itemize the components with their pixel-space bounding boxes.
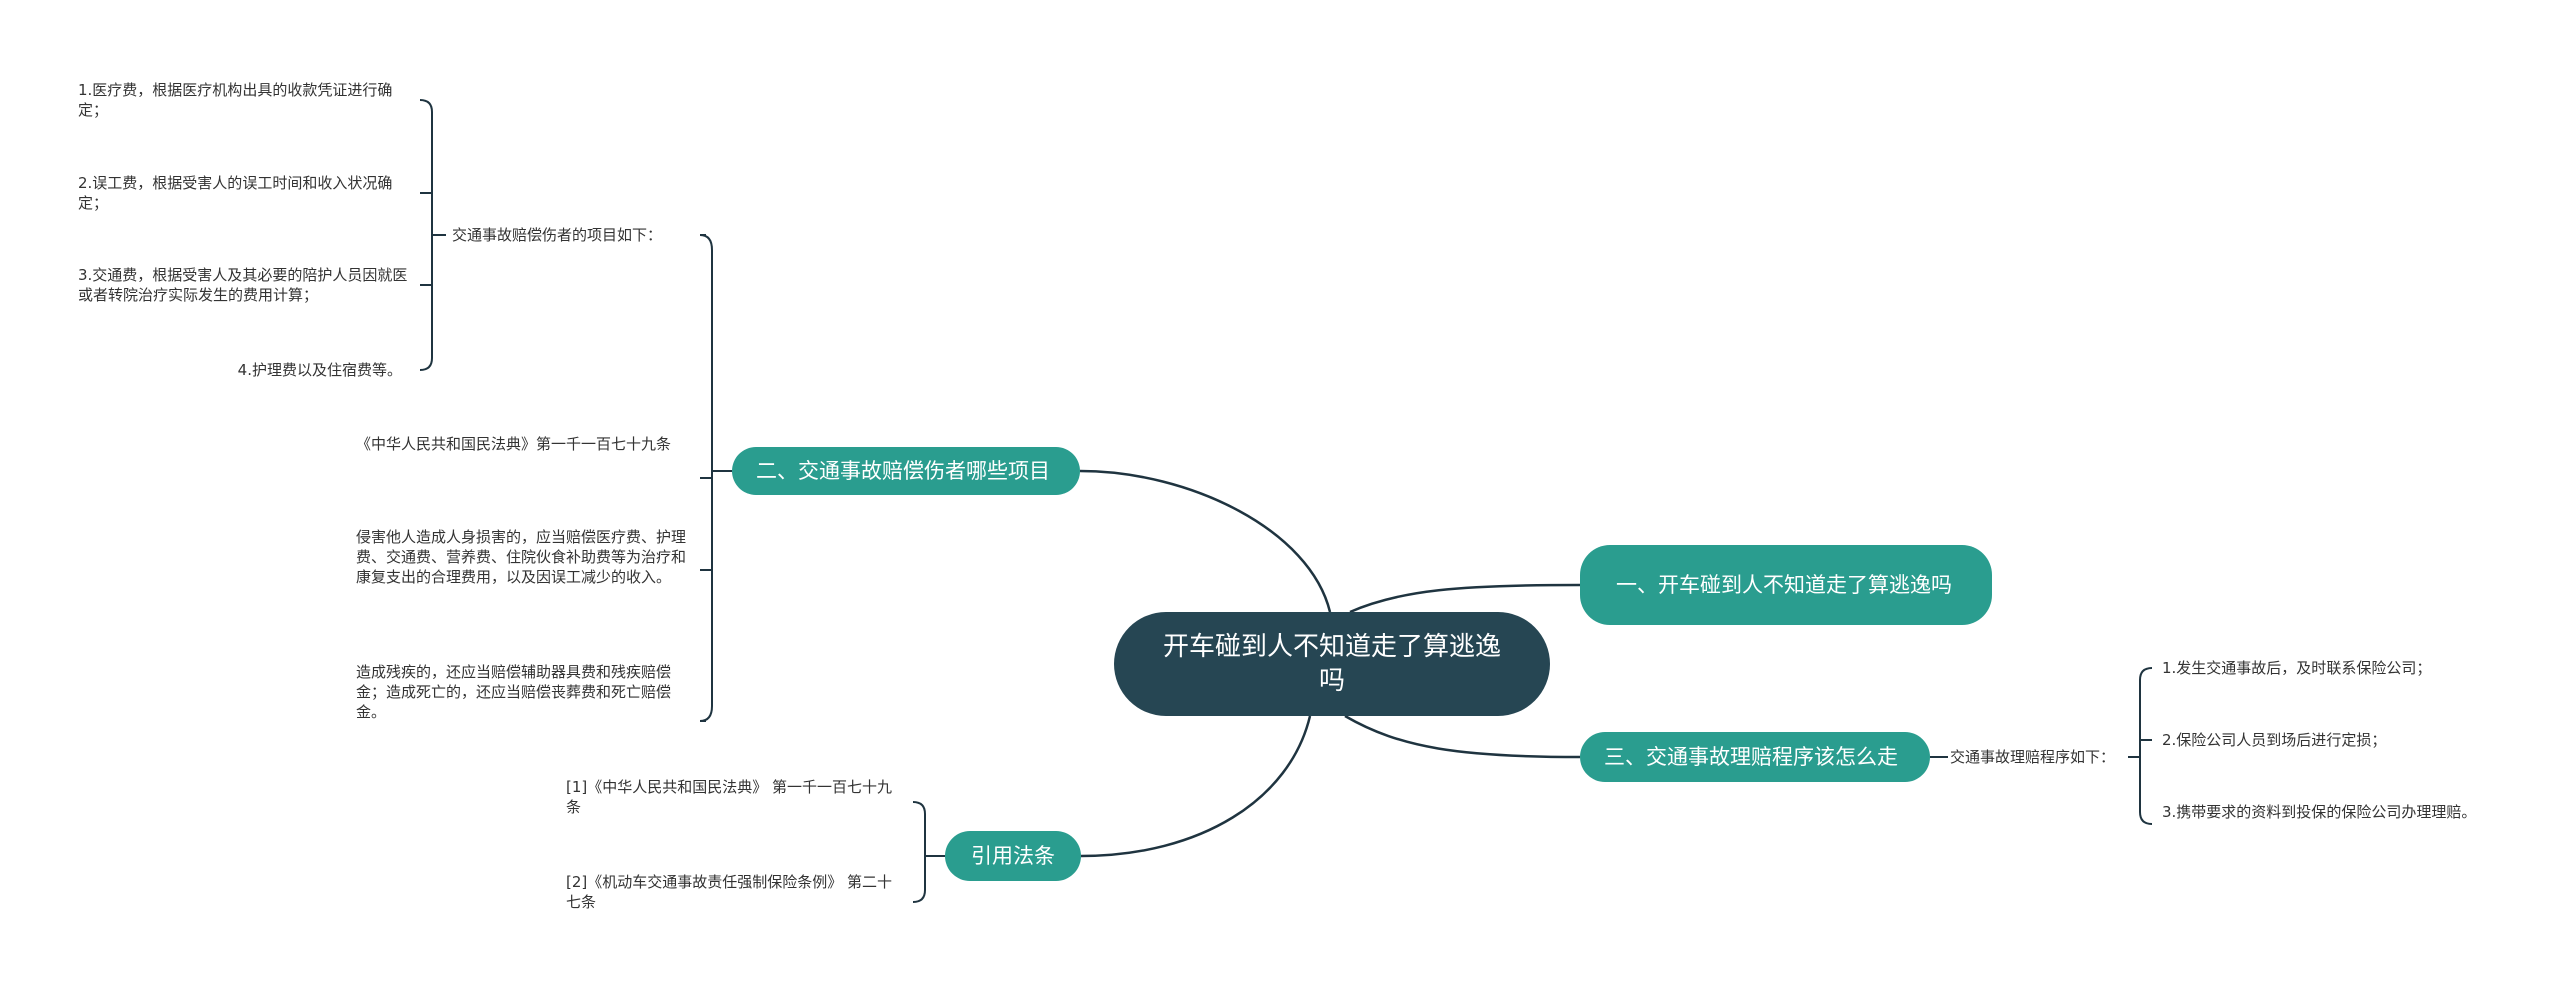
item-2-node[interactable]: 2.误工费，根据受害人的误工时间和收入状况确定； [78, 173, 408, 213]
link-center-t4 [1080, 715, 1312, 858]
link-center-t3 [1344, 714, 1581, 759]
item-4-node[interactable]: 4.护理费以及住宿费等。 [78, 360, 402, 380]
step-3-label: 3.携带要求的资料到投保的保险公司办理理赔。 [2162, 803, 2477, 821]
link-center-t1 [1349, 583, 1581, 614]
ref-2-label: [2]《机动车交通事故责任强制保险条例》 第二十七条 [566, 873, 893, 911]
topic-2-label: 二、交通事故赔偿伤者哪些项目 [756, 458, 1050, 483]
items-intro-node[interactable]: 交通事故赔偿伤者的项目如下： [452, 225, 692, 245]
ref-1-label: [1]《中华人民共和国民法典》 第一千一百七十九条 [566, 778, 893, 816]
topic-2-node[interactable]: 二、交通事故赔偿伤者哪些项目 [732, 447, 1080, 495]
step-2-node[interactable]: 2.保险公司人员到场后进行定损； [2162, 730, 2502, 750]
item-1-node[interactable]: 1.医疗费，根据医疗机构出具的收款凭证进行确定； [78, 80, 408, 120]
law-title-node[interactable]: 《中华人民共和国民法典》第一千一百七十九条 [356, 434, 686, 454]
step-3-node[interactable]: 3.携带要求的资料到投保的保险公司办理理赔。 [2162, 802, 2502, 822]
topic-3-node[interactable]: 三、交通事故理赔程序该怎么走 [1580, 732, 1930, 782]
brace-t4 [912, 801, 945, 903]
item-3-node[interactable]: 3.交通费，根据受害人及其必要的陪护人员因就医或者转院治疗实际发生的费用计算； [78, 265, 408, 305]
ref-2-node[interactable]: [2]《机动车交通事故责任强制保险条例》 第二十七条 [566, 872, 896, 912]
central-topic-label: 开车碰到人不知道走了算逃逸吗 [1162, 632, 1501, 696]
item-3-label: 3.交通费，根据受害人及其必要的陪护人员因就医或者转院治疗实际发生的费用计算； [78, 266, 408, 304]
brace-t3 [2128, 667, 2153, 825]
law-text-2-label: 造成残疾的，还应当赔偿辅助器具费和残疾赔偿金；造成死亡的，还应当赔偿丧葬费和死亡… [356, 663, 672, 721]
items-intro-label: 交通事故赔偿伤者的项目如下： [452, 226, 663, 244]
step-1-node[interactable]: 1.发生交通事故后，及时联系保险公司； [2162, 658, 2502, 678]
brace-items [419, 99, 446, 371]
step-1-label: 1.发生交通事故后，及时联系保险公司； [2162, 659, 2432, 677]
step-2-label: 2.保险公司人员到场后进行定损； [2162, 731, 2387, 749]
law-text-1-label: 侵害他人造成人身损害的，应当赔偿医疗费、护理费、交通费、营养费、住院伙食补助费等… [356, 528, 687, 586]
ref-1-node[interactable]: [1]《中华人民共和国民法典》 第一千一百七十九条 [566, 777, 896, 817]
item-4-label: 4.护理费以及住宿费等。 [237, 361, 402, 379]
law-text-2-node[interactable]: 造成残疾的，还应当赔偿辅助器具费和残疾赔偿金；造成死亡的，还应当赔偿丧葬费和死亡… [356, 662, 686, 722]
law-text-1-node[interactable]: 侵害他人造成人身损害的，应当赔偿医疗费、护理费、交通费、营养费、住院伙食补助费等… [356, 527, 686, 587]
topic-4-label: 引用法条 [971, 843, 1055, 868]
law-title-label: 《中华人民共和国民法典》第一千一百七十九条 [356, 435, 672, 453]
topic-4-node[interactable]: 引用法条 [945, 831, 1081, 881]
item-2-label: 2.误工费，根据受害人的误工时间和收入状况确定； [78, 174, 393, 212]
central-topic[interactable]: 开车碰到人不知道走了算逃逸吗 [1114, 612, 1550, 716]
procedure-intro-node[interactable]: 交通事故理赔程序如下： [1950, 747, 2130, 767]
item-1-label: 1.医疗费，根据医疗机构出具的收款凭证进行确定； [78, 81, 393, 119]
topic-1-label: 一、开车碰到人不知道走了算逃逸吗 [1616, 572, 1952, 597]
link-center-t2 [1079, 469, 1332, 613]
topic-3-label: 三、交通事故理赔程序该怎么走 [1604, 744, 1898, 769]
topic-1-node[interactable]: 一、开车碰到人不知道走了算逃逸吗 [1580, 545, 1992, 625]
procedure-intro-label: 交通事故理赔程序如下： [1950, 748, 2116, 766]
